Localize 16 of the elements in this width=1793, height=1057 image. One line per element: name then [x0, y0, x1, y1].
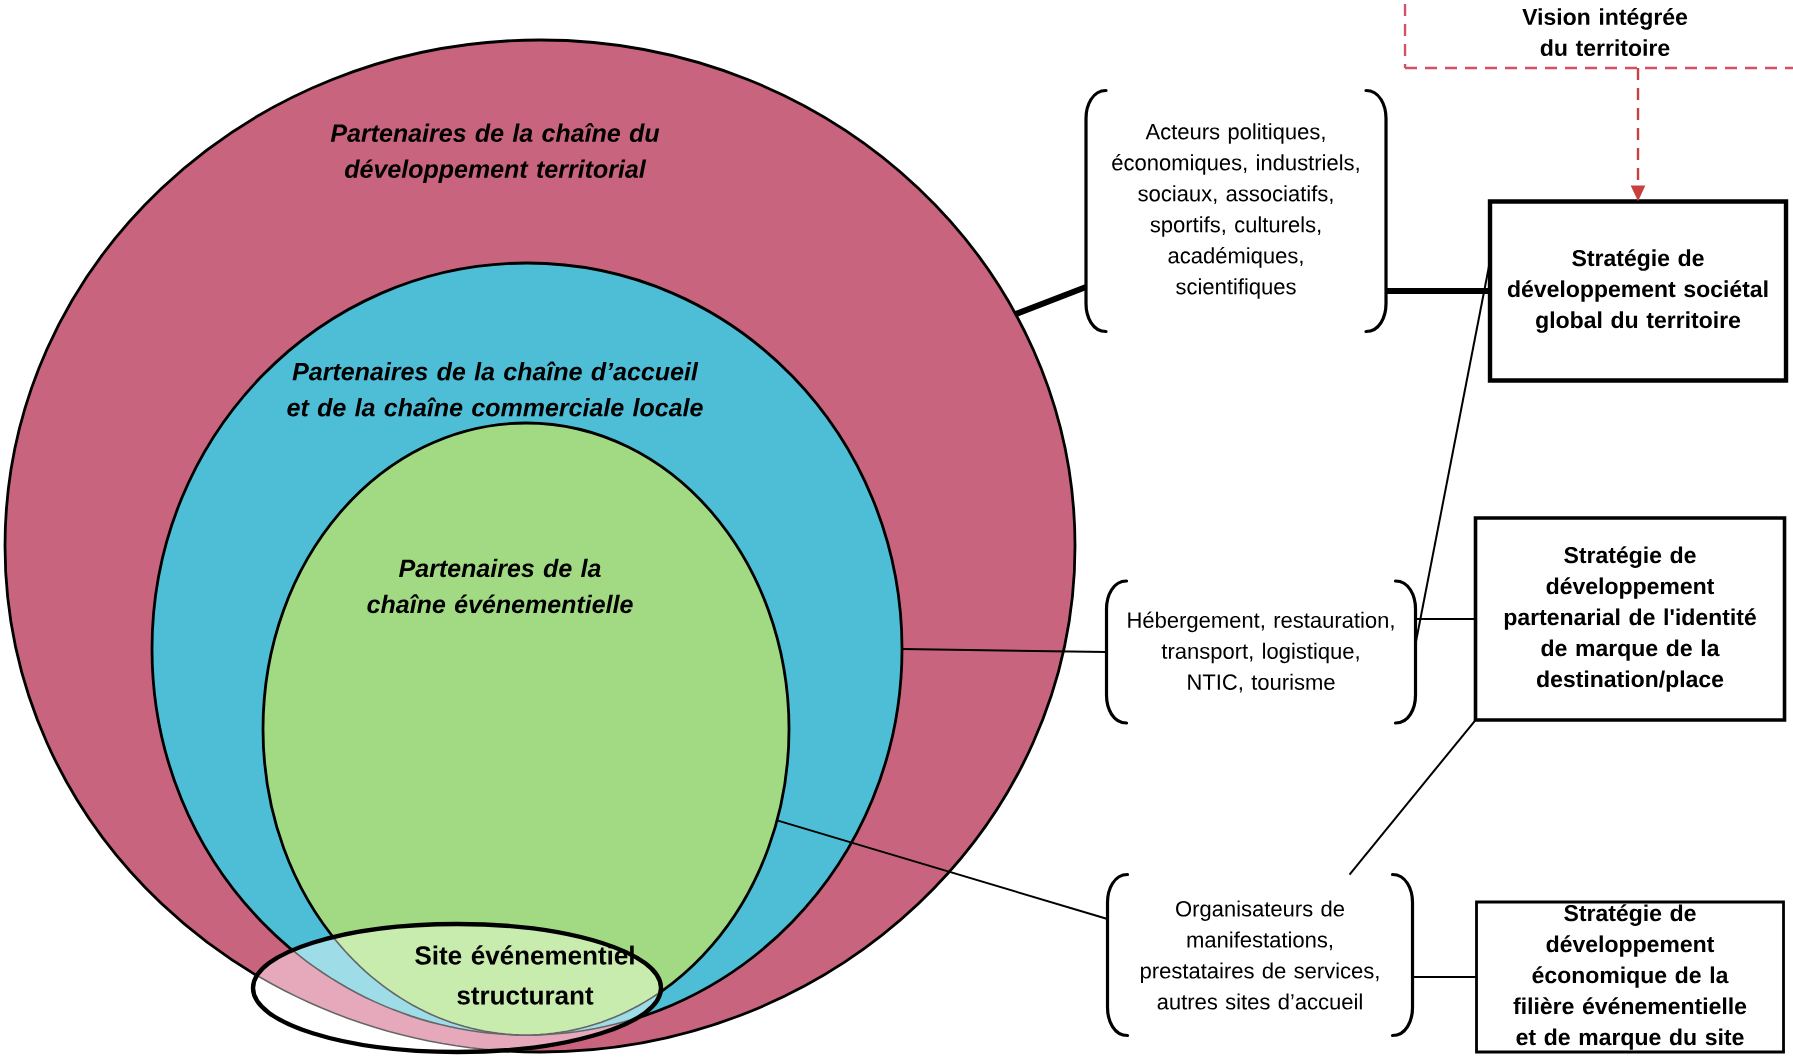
- connector-line: [1014, 284, 1088, 317]
- strategy-box: Stratégie de développement sociétal global du territoire: [1487, 199, 1789, 383]
- connector-line: [1411, 976, 1478, 978]
- strategy-box: Stratégie de développement économique de la filière événementielle et de marque du site: [1475, 900, 1785, 1054]
- bracketed-list: Organisateurs de manifestations, prestataires de services, autres sites d’accueil: [1105, 872, 1415, 1038]
- bracketed-list: Acteurs politiques, économiques, industriels, sociaux, associatifs, sportifs, culturels, académiques, scientifiques: [1084, 88, 1388, 334]
- connector-line: [1414, 618, 1477, 620]
- connector-line: [901, 648, 1108, 653]
- ellipse-region: Site événementiel structurant: [250, 921, 664, 1055]
- connector-line: [776, 819, 1109, 920]
- connector-line: [1386, 288, 1490, 294]
- strategy-box: Stratégie de développement partenarial de l'identité de marque de la destination/place: [1473, 516, 1787, 722]
- connector-line: [1348, 719, 1477, 876]
- bracketed-list: Hébergement, restauration, transport, logistique, NTIC, tourisme: [1104, 579, 1418, 725]
- vision-box: Vision intégrée du territoire: [1403, 0, 1793, 70]
- connector-line: [1414, 260, 1491, 645]
